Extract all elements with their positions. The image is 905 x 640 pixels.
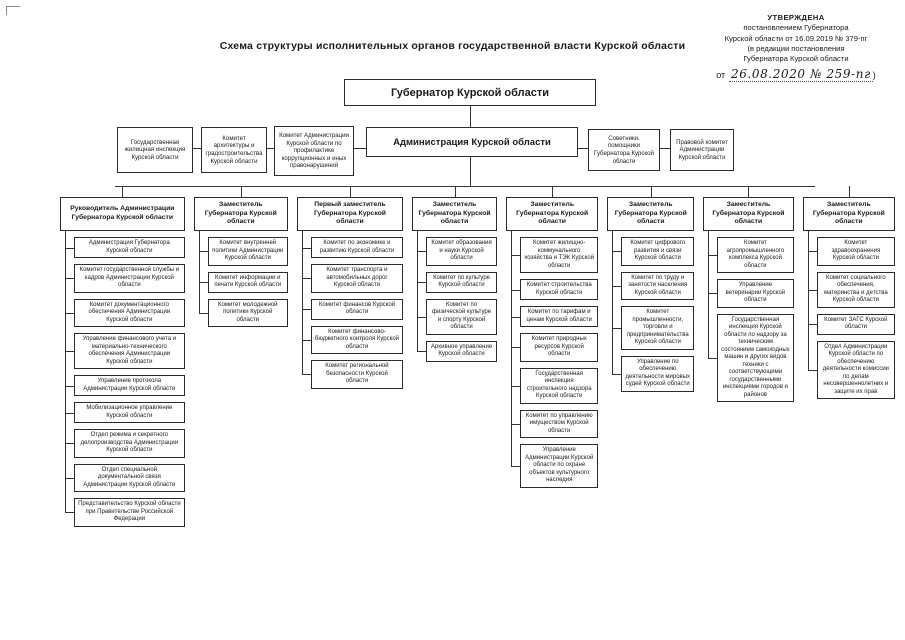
approval-hand-prefix: от [716,70,726,81]
column-header-box: Заместитель Губернатора Курской области [607,186,695,231]
org-unit-box: Управление финансового учета и материаль… [74,333,185,369]
org-unit-box: Отдел специальной документальной связи А… [74,463,185,492]
org-unit-box: Комитет финансово-бюджетного контроля Ку… [310,325,404,354]
approval-decree-line-2: Курской области от 16.09.2019 № 379-пг [724,33,868,43]
org-unit-box: Управление протокола Администрации Курск… [74,375,185,396]
column-header-box: Заместитель Губернатора Курской области [412,186,498,231]
column-administration-head: Руководитель Администрации Губернатора К… [60,186,185,527]
org-unit-box: Мобилизационное управление Курской облас… [74,402,185,423]
connector-administration-drop [470,157,471,187]
org-unit-box: Государственная инспекция строительного … [520,367,599,404]
org-unit-box: Комитет по труду и занятости населения К… [621,271,695,300]
org-unit-box: Комитет ЗАГС Курской области [816,313,895,335]
column-header-box: Руководитель Администрации Губернатора К… [60,186,185,231]
approval-hand-suffix: ) [872,70,876,81]
column-header-box: Заместитель Губернатора Курской области [703,186,794,231]
column-deputy-3: Заместитель Губернатора Курской области … [506,186,599,488]
approval-revision-line-2: Губернатора Курской области [743,54,849,63]
org-unit-box: Комитет региональной безопасности Курско… [310,360,404,389]
org-unit-box: Комитет информации и печати Курской обла… [207,271,288,293]
column-children: Комитет жилищно-коммунального хозяйства … [510,231,599,488]
org-unit-box: Комитет документационного обеспечения Ад… [74,298,185,327]
org-unit-box: Комитет по физической культуре и спорту … [426,298,498,335]
org-unit-box: Комитет природных ресурсов Курской облас… [520,333,599,362]
column-children: Комитет по экономике и развитию Курской … [301,231,404,389]
side-unit-advisors: Советники, помощники Губернатора Курской… [588,129,660,171]
columns-row: Руководитель Администрации Губернатора К… [60,186,895,527]
org-unit-box: Отдел Администрации Курской области по о… [816,340,895,399]
column-children: Комитет агропромышленного комплекса Курс… [708,231,794,402]
connector-governor-administration [470,106,471,128]
org-unit-box: Комитет транспорта и автомобильных дорог… [310,264,404,293]
org-unit-box: Комитет внутренней политики Администраци… [207,237,288,266]
approval-note: УТВЕРЖДЕНА постановлением Губернатора Ку… [693,13,899,83]
org-unit-box: Комитет цифрового развития и связи Курск… [621,237,695,266]
governor-box: Губернатор Курской области [344,79,596,106]
column-children: Администрация Губернатора Курской област… [65,231,185,527]
side-unit-legal-committee: Правовой комитет Администрации Курской о… [670,129,734,171]
org-unit-box: Отдел режима и секретного делопроизводст… [74,429,185,458]
org-unit-box: Комитет агропромышленного комплекса Курс… [717,237,794,273]
org-unit-box: Представительство Курской области при Пр… [74,498,185,527]
org-unit-box: Управление по обеспечению деятельности м… [621,355,695,392]
column-deputy-2: Заместитель Губернатора Курской области … [412,186,498,362]
corner-mark [6,6,20,15]
approval-decree-line-1: постановлением Губернатора [743,23,849,33]
side-unit-architecture-committee: Комитет архитектуры и градостроительства… [201,127,267,173]
org-unit-box: Комитет по культуре Курской области [426,271,498,293]
org-unit-box: Комитет социального обеспечения, материн… [816,271,895,308]
administration-box: Администрация Курской области [366,127,578,157]
org-unit-box: Комитет промышленности, торговли и предп… [621,306,695,350]
column-header-box: Заместитель Губернатора Курской области [193,186,288,231]
column-deputy-4: Заместитель Губернатора Курской области … [607,186,695,392]
column-children: Комитет внутренней политики Администраци… [198,231,288,327]
org-unit-box: Комитет финансов Курской области [310,298,404,320]
column-first-deputy: Первый заместитель Губернатора Курской о… [296,186,404,389]
org-unit-box: Управление Администрации Курской области… [520,444,599,488]
org-unit-box: Комитет жилищно-коммунального хозяйства … [520,237,599,273]
org-unit-box: Комитет здравоохранения Курской области [816,237,895,266]
column-deputy-6: Заместитель Губернатора Курской области … [802,186,895,399]
approval-approved-label: УТВЕРЖДЕНА [767,13,825,22]
side-unit-housing-inspection: Государственная жилищная инспекция Курск… [117,127,193,173]
org-unit-box: Комитет строительства Курской области [520,279,599,300]
org-unit-box: Комитет государственной службы и кадров … [74,264,185,293]
org-unit-box: Управление ветеринарии Курской области [717,279,794,308]
column-header-box: Заместитель Губернатора Курской области [802,186,895,231]
approval-revision-line-1: (в редакции постановления [747,43,845,53]
column-header-box: Заместитель Губернатора Курской области [506,186,599,231]
connector-deputies-bus [115,186,815,187]
side-unit-anticorruption-committee: Комитет Администрации Курской области по… [274,126,354,176]
org-unit-box: Администрация Губернатора Курской област… [74,237,185,258]
approval-hand-value: 26.08.2020 № 259-пг [728,67,873,83]
org-unit-box: Комитет по управлению имуществом Курской… [520,409,599,438]
org-unit-box: Государственная инспекция Курской област… [717,313,794,402]
column-children: Комитет образования и науки Курской обла… [417,231,498,362]
org-unit-box: Комитет молодежной политики Курской обла… [207,298,288,327]
org-unit-box: Архивное управление Курской области [426,340,498,362]
approval-handwritten-line: от 26.08.2020 № 259-пг) [693,66,899,83]
column-deputy-1: Заместитель Губернатора Курской области … [193,186,288,327]
org-unit-box: Комитет по тарифам и ценам Курской облас… [520,306,599,327]
column-header-box: Первый заместитель Губернатора Курской о… [296,186,404,231]
column-deputy-5: Заместитель Губернатора Курской области … [703,186,794,402]
org-unit-box: Комитет по экономике и развитию Курской … [310,237,404,258]
column-children: Комитет цифрового развития и связи Курск… [612,231,695,392]
column-children: Комитет здравоохранения Курской области … [807,231,895,399]
org-unit-box: Комитет образования и науки Курской обла… [426,237,498,266]
page-title: Схема структуры исполнительных органов г… [219,40,686,52]
